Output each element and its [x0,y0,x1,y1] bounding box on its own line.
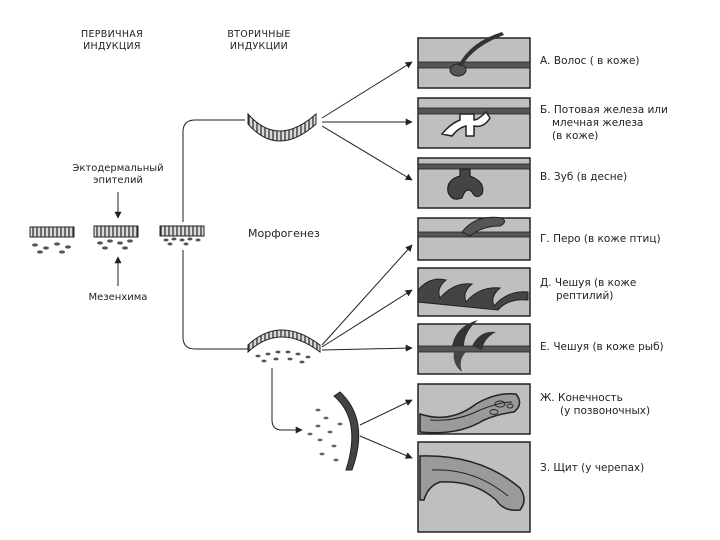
branch-connector-top [182,119,245,222]
panel-limb [417,383,531,435]
outcome-a-letter: А. [540,55,551,67]
primary-induction-header: Первичная индукция [72,29,152,53]
panel-feather [417,216,531,261]
outcome-h-text: Щит (у черепах) [553,462,645,474]
ectoderm-label: Эктодермальный эпителий [68,163,168,187]
outcome-c-text: Зуб (в десне) [553,171,628,183]
outcome-a-text: Волос ( в коже) [553,55,640,67]
outcome-e-letter: Д. [540,277,552,289]
upper-arrows [321,61,413,181]
mesenchyme-label-text: Мезенхима [88,292,148,303]
outcome-label-c: В. Зуб (в десне) [540,171,627,184]
outcome-label-a: А. Волос ( в коже) [540,55,640,68]
limb-bud [307,391,360,471]
mesenchyme-label: Мезенхима [80,292,156,304]
outcome-label-f: Е. Чешуя (в коже рыб) [540,341,664,354]
outcome-b-line3: (в коже) [552,130,599,142]
outcome-label-d: Г. Перо (в коже птиц) [540,233,661,246]
tissue-stage-3 [159,225,205,246]
branch-connector-bottom [182,250,248,350]
ectoderm-label-line1: Эктодермальный [72,163,164,174]
outcome-g-line1: Конечность [558,392,623,404]
primary-induction-line2: индукция [83,41,141,52]
limb-connector [271,368,303,434]
panel-hair [417,32,531,89]
outcome-label-h: З. Щит (у черепах) [540,462,644,475]
tissue-stage-2 [93,225,139,250]
morphogenesis-label-text: Морфогенез [248,227,320,240]
outcome-label-b: Б. Потовая железа или млечная железа (в … [540,104,668,143]
panel-gland [417,97,531,149]
secondary-induction-line1: Вторичные [227,29,291,40]
outcome-b-letter: Б. [540,104,551,116]
secondary-induction-line2: индукции [229,41,289,52]
panel-reptile-scales [417,267,531,317]
placode-upper [247,112,317,142]
outcome-e-line2: рептилий) [556,290,614,302]
outcome-h-letter: З. [540,462,551,474]
morphogenesis-label: Морфогенез [248,228,320,240]
limb-arrows [359,399,413,459]
ectoderm-label-line2: эпителий [93,175,143,186]
outcome-f-letter: Е. [540,341,550,353]
panel-shield [417,441,531,533]
secondary-induction-header: Вторичные индукции [214,29,304,53]
outcome-d-text: Перо (в коже птиц) [553,233,661,245]
outcome-g-letter: Ж. [540,392,555,404]
outcome-b-line1: Потовая железа или [553,104,668,116]
outcome-e-line1: Чешуя (в коже [554,277,637,289]
tissue-stage-1 [29,226,75,254]
outcome-d-letter: Г. [540,233,550,245]
primary-induction-line1: Первичная [81,29,143,40]
outcome-g-line2: (у позвоночных) [560,405,651,417]
outcome-c-letter: В. [540,171,551,183]
outcome-label-g: Ж. Конечность (у позвоночных) [540,392,650,418]
panel-tooth [417,157,531,209]
outcome-f-text: Чешуя (в коже рыб) [553,341,664,353]
placode-lower [247,329,321,364]
lower-arrows [321,244,413,352]
outcome-b-line2: млечная железа [552,117,644,129]
panel-fish-scales [417,320,531,375]
outcome-label-e: Д. Чешуя (в коже рептилий) [540,277,636,303]
